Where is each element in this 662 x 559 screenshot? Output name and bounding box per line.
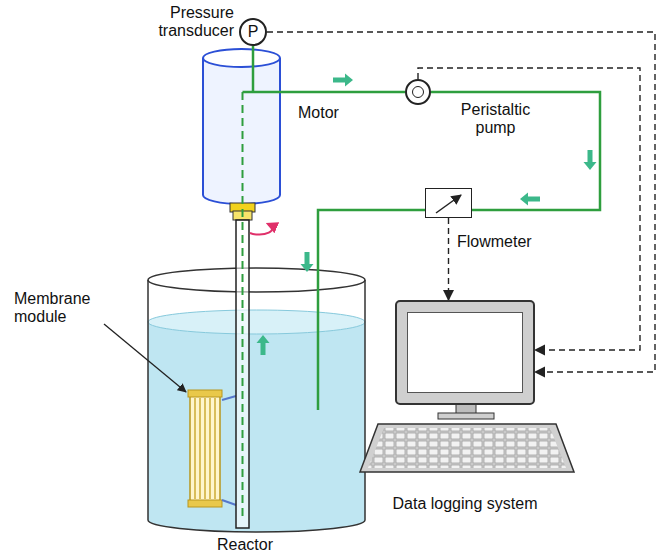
drawing-part [436, 195, 461, 213]
flowmeter-needle [436, 195, 461, 213]
drawing-part [188, 390, 222, 397]
rotation-arrow [250, 224, 272, 235]
drawing-part [203, 49, 280, 67]
drawing-part [301, 252, 314, 272]
reactor-vessel [148, 268, 365, 532]
drawing-part [243, 91, 406, 94]
tubing [243, 46, 601, 410]
part-name: Membrane module [14, 290, 114, 327]
drawing-part [222, 500, 236, 505]
drawing-part [204, 398, 205, 499]
drawing-part [252, 46, 255, 92]
drawing-part [584, 150, 597, 170]
pressure-transducer: Pressure transducerP [239, 18, 267, 46]
part-name: Pressure transducer [124, 4, 234, 41]
transducer-symbol: P [248, 23, 259, 41]
drawing-part [194, 398, 195, 499]
drawing-part [333, 74, 353, 87]
drawing-part [188, 500, 222, 507]
drawing-part [520, 193, 540, 206]
vessel-rim [148, 268, 365, 292]
leader-line [104, 324, 186, 392]
part-name: Motor [298, 104, 339, 122]
drawing-part [360, 424, 574, 472]
permeate-channel [242, 92, 244, 520]
computer-monitor: Data logging system [395, 300, 535, 405]
vessel-wall [148, 280, 365, 532]
drawing-part [190, 392, 220, 505]
liquid [148, 322, 365, 532]
drawing-part [199, 398, 200, 499]
pump-rotor [412, 86, 424, 98]
part-name: Peristaltic pump [443, 101, 548, 138]
liquid-surface [148, 310, 365, 334]
monitor-screen [407, 312, 523, 393]
drawing-part [438, 413, 494, 419]
flowmeter: Flowmeter [425, 188, 472, 218]
signal-line [448, 218, 449, 300]
part-name: Data logging system [393, 495, 538, 513]
drawing-part [431, 92, 600, 210]
part-name: Reactor [217, 536, 273, 554]
drawing-part [214, 398, 215, 499]
drawing-part [257, 335, 270, 355]
part-name: Flowmeter [457, 233, 532, 251]
peristaltic-pump: Peristaltic pump [405, 79, 431, 105]
drawing-part [368, 428, 566, 468]
drawing-part [209, 398, 210, 499]
drawing-part [222, 396, 236, 400]
computer-base [360, 404, 574, 472]
drawing-part [195, 398, 215, 499]
membrane-module [188, 390, 236, 507]
